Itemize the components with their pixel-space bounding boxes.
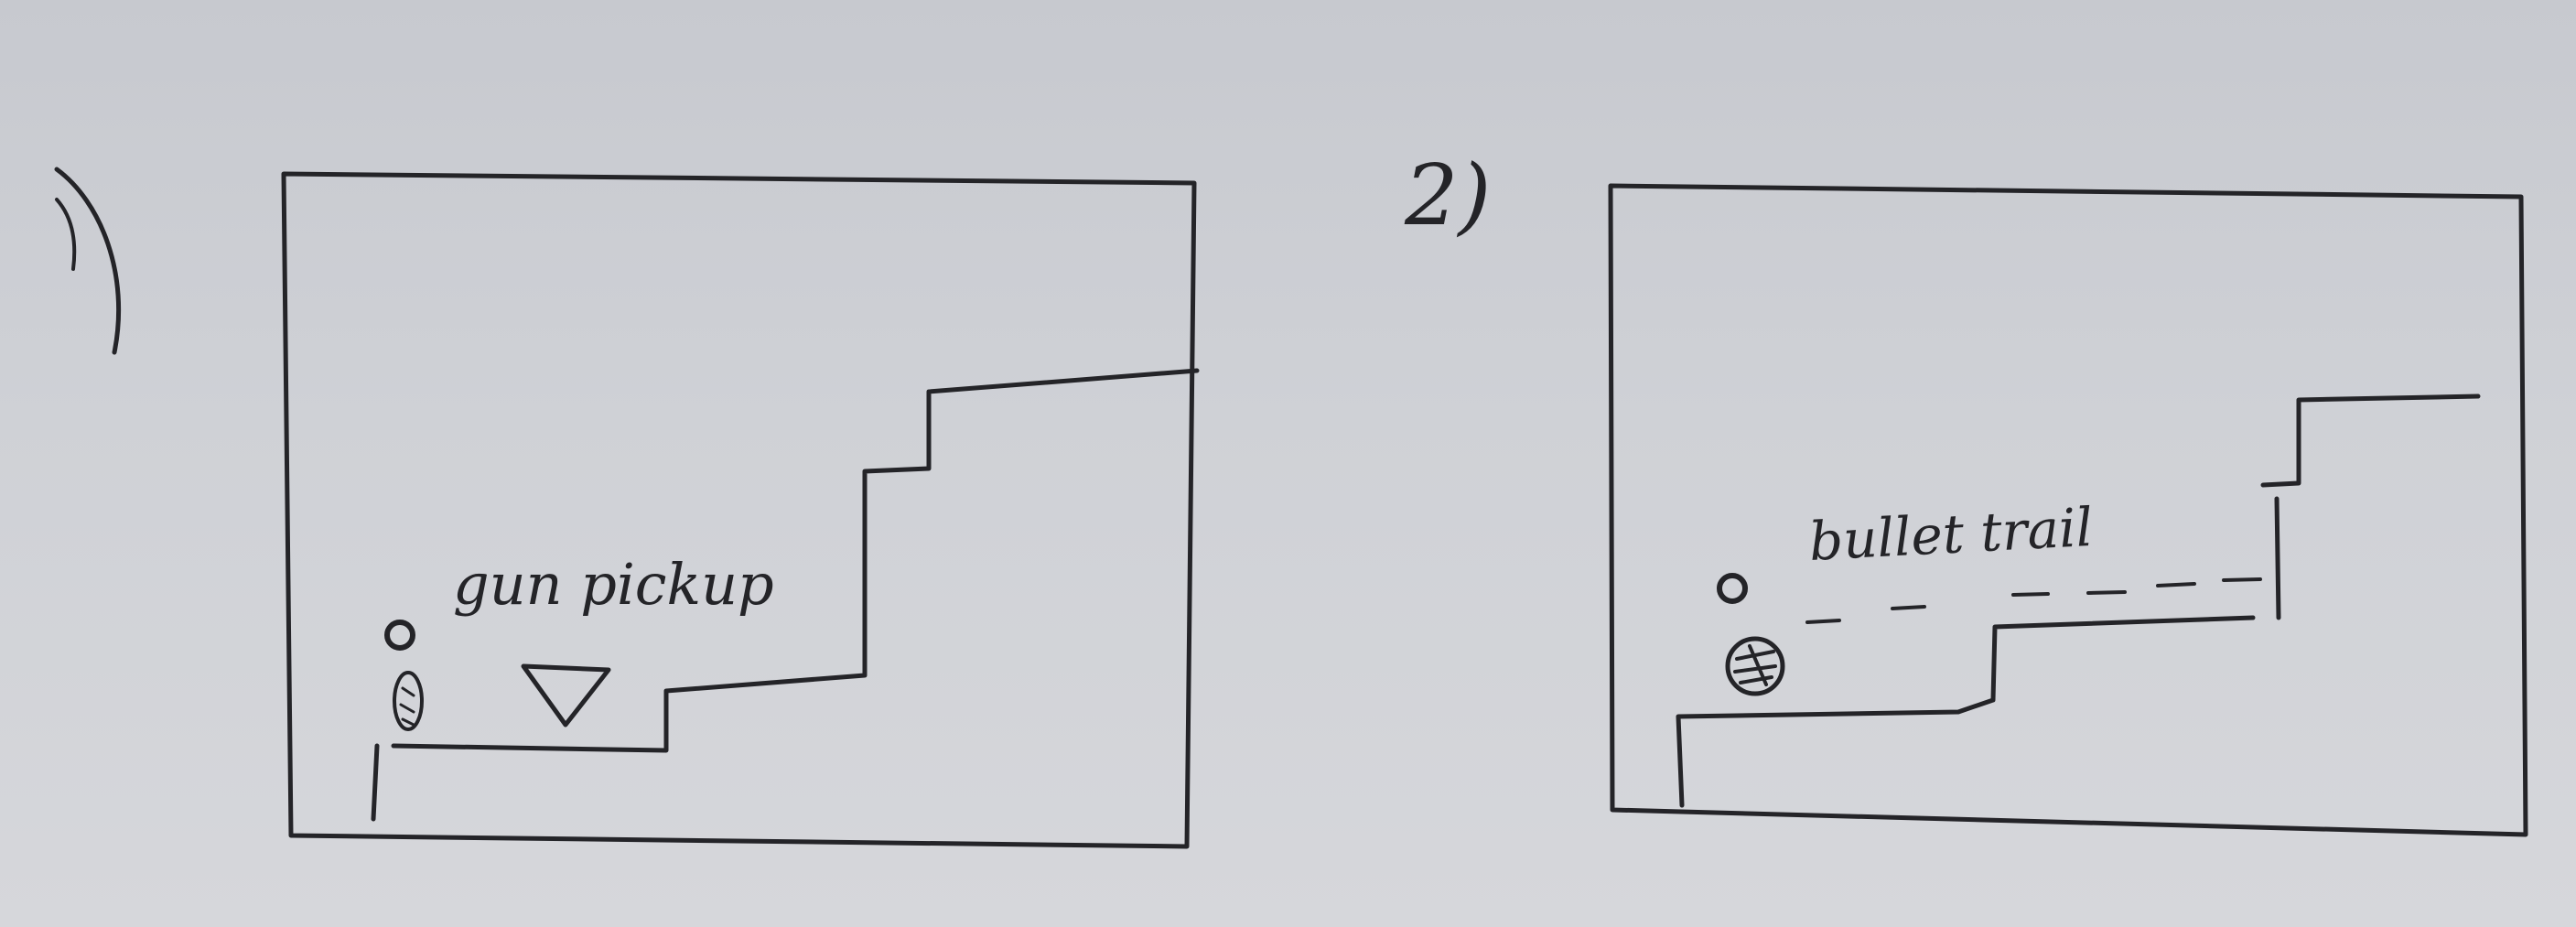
sketch-1-number-mark xyxy=(54,167,122,355)
sketch-1-frame xyxy=(281,171,1197,849)
sketch-2-annotation: bullet trail xyxy=(1807,496,2095,573)
sketch-2-player xyxy=(1717,573,1785,696)
sketch-2-number: 2) xyxy=(1404,146,1491,244)
sketch-1-player xyxy=(384,620,424,731)
bullet-trail xyxy=(1805,577,2262,624)
sketch-2-stairs xyxy=(1676,393,2481,808)
player-body xyxy=(1725,636,1785,696)
sketch-1-stairs xyxy=(371,368,1200,822)
player-body xyxy=(393,671,424,731)
sketch-2-frame xyxy=(1608,183,2528,837)
bullet-icon xyxy=(1717,573,1748,604)
sketch-1: 1) gun pickup xyxy=(54,167,1200,849)
player-head xyxy=(384,620,415,651)
gun-pickup-icon xyxy=(521,663,611,728)
sketch-1-annotation: gun pickup xyxy=(453,551,774,618)
sketch-2: 2) bullet trail xyxy=(1404,146,2528,837)
